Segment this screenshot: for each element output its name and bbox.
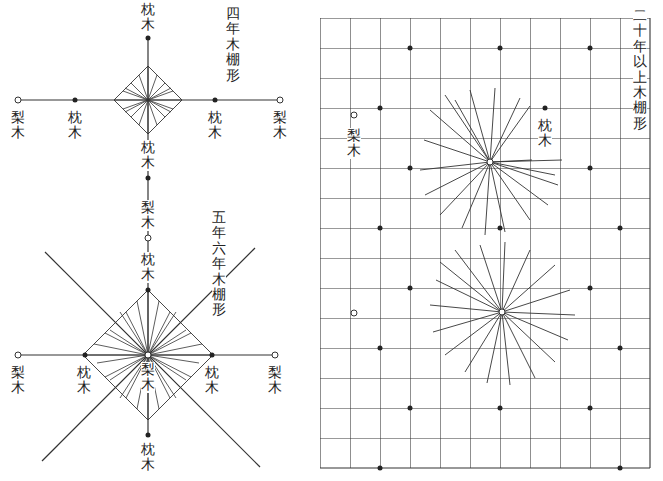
post-label: 枕木 bbox=[141, 442, 155, 473]
tree-label: 梨木 bbox=[141, 362, 155, 393]
post-label: 枕木 bbox=[68, 110, 82, 141]
tree-label: 梨木 bbox=[268, 365, 282, 396]
tree-label: 梨木 bbox=[273, 110, 287, 141]
post-label: 枕木 bbox=[205, 365, 219, 396]
post-label: 枕木 bbox=[538, 118, 552, 149]
post-label: 枕木 bbox=[141, 140, 155, 171]
post-label: 枕木 bbox=[141, 252, 155, 283]
post-label: 枕木 bbox=[208, 110, 222, 141]
figure-title: 五年六年木棚形 bbox=[212, 210, 226, 318]
figure-title: 四年木棚形 bbox=[226, 6, 240, 83]
tree-label: 梨木 bbox=[11, 110, 25, 141]
tree-label: 梨木 bbox=[347, 128, 361, 159]
tree-label: 梨木 bbox=[141, 200, 155, 231]
figure-title: 二十年以上木棚形 bbox=[633, 8, 647, 131]
post-label: 枕木 bbox=[141, 2, 155, 33]
tree-label: 梨木 bbox=[11, 365, 25, 396]
post-label: 枕木 bbox=[77, 365, 91, 396]
